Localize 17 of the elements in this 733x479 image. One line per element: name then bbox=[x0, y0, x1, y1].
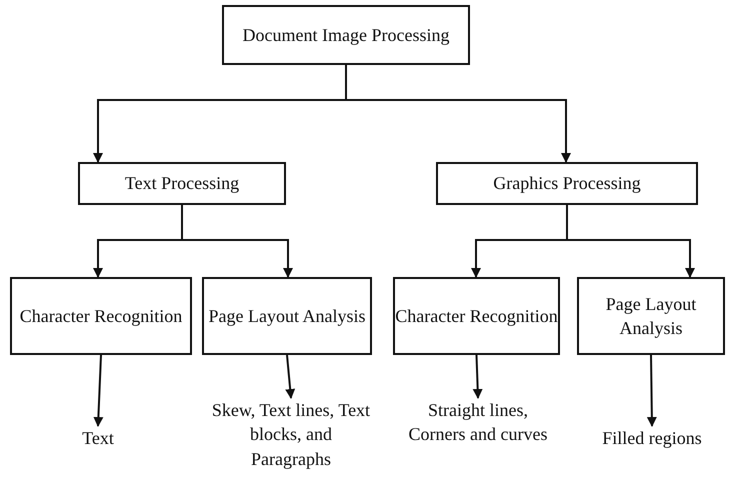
process-box: Page Layout Analysis bbox=[577, 277, 725, 355]
process-box: Character Recognition bbox=[10, 277, 192, 355]
output-text: Filled regions bbox=[590, 426, 714, 454]
arrow bbox=[285, 354, 296, 399]
process-box: Page Layout Analysis bbox=[202, 277, 372, 355]
arrow bbox=[472, 354, 483, 399]
arrow bbox=[345, 65, 571, 163]
output-text: Skew, Text lines, Text blocks, and Paragraphs bbox=[208, 398, 374, 476]
arrow bbox=[93, 354, 104, 427]
output-text: Straight lines, Corners and curves bbox=[405, 398, 551, 476]
arrow bbox=[646, 354, 657, 427]
process-box: Document Image Processing bbox=[222, 5, 470, 65]
process-box: Text Processing bbox=[78, 162, 286, 205]
process-box: Graphics Processing bbox=[436, 162, 698, 205]
output-text: Text bbox=[55, 426, 141, 454]
arrow bbox=[566, 205, 695, 278]
process-box: Character Recognition bbox=[393, 277, 560, 355]
